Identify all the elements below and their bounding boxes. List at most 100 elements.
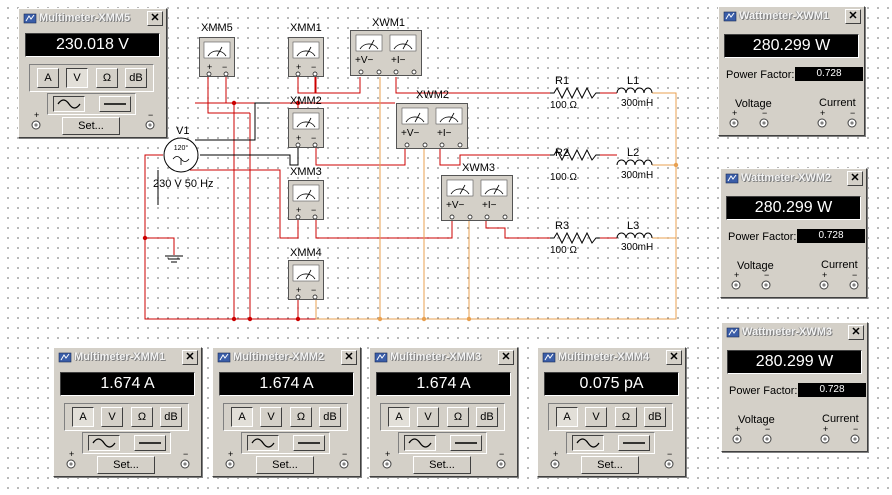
dc-button[interactable]	[134, 435, 166, 451]
multimeter-window[interactable]: Multimeter-XMM4 ✕ 0.075 pA A V Ω dB Set.…	[537, 347, 686, 477]
mode-db-button[interactable]: dB	[160, 407, 182, 427]
inductor-l3[interactable]	[616, 232, 653, 239]
close-button[interactable]: ✕	[847, 171, 863, 186]
mode-db-button[interactable]: dB	[319, 407, 341, 427]
positive-terminal[interactable]: +	[225, 449, 239, 470]
mode-amps-button[interactable]: A	[37, 68, 59, 88]
mode-ohms-button[interactable]: Ω	[96, 68, 118, 88]
mode-amps-button[interactable]: A	[231, 407, 253, 427]
ac-button[interactable]	[247, 435, 279, 451]
current-negative-terminal[interactable]: −	[847, 108, 861, 129]
multimeter-window[interactable]: Multimeter-XMM1 ✕ 1.674 A A V Ω dB Set..…	[53, 347, 202, 477]
window-titlebar[interactable]: Wattmeter-XWM1 ✕	[721, 9, 862, 25]
wattmeter-window[interactable]: Wattmeter-XWM1 ✕ 280.299 W Power Factor:…	[718, 6, 865, 136]
probe-xwm2[interactable]: +V− +I−	[396, 103, 468, 149]
negative-terminal[interactable]: −	[664, 449, 678, 470]
positive-terminal[interactable]: +	[66, 449, 80, 470]
close-button[interactable]: ✕	[845, 9, 861, 24]
probe-xwm2-label: XWM2	[416, 89, 449, 101]
voltage-positive-terminal[interactable]: +	[729, 108, 743, 129]
probe-xmm5[interactable]: +−	[199, 37, 235, 77]
voltage-negative-terminal[interactable]: −	[762, 424, 776, 445]
probe-xmm2[interactable]: +−	[288, 108, 324, 148]
negative-terminal[interactable]: −	[339, 449, 353, 470]
mode-amps-button[interactable]: A	[388, 407, 410, 427]
window-titlebar[interactable]: Multimeter-XMM5 ✕	[21, 11, 164, 27]
resistor-r1[interactable]	[550, 86, 600, 100]
three-phase-source[interactable]: 120°	[163, 137, 199, 173]
dc-button[interactable]	[293, 435, 325, 451]
mode-volts-button[interactable]: V	[260, 407, 282, 427]
current-positive-terminal[interactable]: +	[817, 108, 831, 129]
voltage-negative-terminal[interactable]: −	[759, 108, 773, 129]
close-button[interactable]: ✕	[147, 11, 163, 26]
mode-volts-button[interactable]: V	[585, 407, 607, 427]
window-titlebar[interactable]: Multimeter-XMM3 ✕	[372, 350, 515, 366]
negative-terminal[interactable]: −	[180, 449, 194, 470]
close-button[interactable]: ✕	[666, 350, 682, 365]
probe-xmm3[interactable]: +−	[288, 180, 324, 220]
dc-button[interactable]	[450, 435, 482, 451]
probe-xmm4[interactable]: +−	[288, 260, 324, 300]
mode-ohms-button[interactable]: Ω	[615, 407, 637, 427]
multimeter-window[interactable]: Multimeter-XMM3 ✕ 1.674 A A V Ω dB Set..…	[369, 347, 518, 477]
ac-button[interactable]	[88, 435, 120, 451]
mode-db-button[interactable]: dB	[476, 407, 498, 427]
ac-button[interactable]	[53, 96, 85, 112]
mode-amps-button[interactable]: A	[72, 407, 94, 427]
voltage-label: Voltage	[737, 260, 774, 272]
probe-xmm1[interactable]: +−	[288, 37, 324, 77]
set-button[interactable]: Set...	[256, 456, 314, 474]
positive-terminal[interactable]: +	[382, 449, 396, 470]
window-titlebar[interactable]: Multimeter-XMM4 ✕	[540, 350, 683, 366]
set-button[interactable]: Set...	[581, 456, 639, 474]
resistor-r3[interactable]	[550, 231, 600, 245]
positive-terminal[interactable]: +	[31, 110, 45, 131]
mode-ohms-button[interactable]: Ω	[131, 407, 153, 427]
dc-button[interactable]	[618, 435, 650, 451]
mode-db-button[interactable]: dB	[644, 407, 666, 427]
probe-xwm3[interactable]: +V− +I−	[441, 175, 513, 221]
window-titlebar[interactable]: Multimeter-XMM1 ✕	[56, 350, 199, 366]
close-button[interactable]: ✕	[182, 350, 198, 365]
mode-volts-button[interactable]: V	[101, 407, 123, 427]
close-button[interactable]: ✕	[848, 325, 864, 340]
inductor-l2[interactable]	[616, 159, 653, 166]
terminal-connector-icon	[145, 120, 155, 130]
dc-button[interactable]	[99, 96, 131, 112]
voltage-positive-terminal[interactable]: +	[731, 270, 745, 291]
close-button[interactable]: ✕	[498, 350, 514, 365]
set-button[interactable]: Set...	[97, 456, 155, 474]
ac-button[interactable]	[404, 435, 436, 451]
window-titlebar[interactable]: Wattmeter-XWM3 ✕	[724, 325, 865, 341]
mode-ohms-button[interactable]: Ω	[290, 407, 312, 427]
negative-terminal[interactable]: −	[145, 110, 159, 131]
current-positive-terminal[interactable]: +	[819, 270, 833, 291]
negative-terminal[interactable]: −	[496, 449, 510, 470]
voltage-positive-terminal[interactable]: +	[732, 424, 746, 445]
multimeter-window[interactable]: Multimeter-XMM5 ✕ 230.018 V A V Ω dB Set…	[18, 8, 167, 138]
current-positive-terminal[interactable]: +	[820, 424, 834, 445]
probe-xwm1[interactable]: +V− +I−	[350, 30, 422, 76]
window-titlebar[interactable]: Wattmeter-XWM2 ✕	[723, 171, 864, 187]
current-negative-terminal[interactable]: −	[850, 424, 864, 445]
resistor-r2[interactable]	[550, 148, 600, 162]
multimeter-window[interactable]: Multimeter-XMM2 ✕ 1.674 A A V Ω dB Set..…	[212, 347, 361, 477]
close-button[interactable]: ✕	[341, 350, 357, 365]
mode-amps-button[interactable]: A	[556, 407, 578, 427]
mode-db-button[interactable]: dB	[125, 68, 147, 88]
inductor-l1[interactable]	[616, 87, 653, 94]
mode-volts-button[interactable]: V	[417, 407, 439, 427]
terminal-connector-icon	[496, 459, 506, 469]
window-titlebar[interactable]: Multimeter-XMM2 ✕	[215, 350, 358, 366]
positive-terminal[interactable]: +	[550, 449, 564, 470]
wattmeter-window[interactable]: Wattmeter-XWM2 ✕ 280.299 W Power Factor:…	[720, 168, 867, 298]
set-button[interactable]: Set...	[413, 456, 471, 474]
ac-button[interactable]	[572, 435, 604, 451]
current-negative-terminal[interactable]: −	[849, 270, 863, 291]
wattmeter-window[interactable]: Wattmeter-XWM3 ✕ 280.299 W Power Factor:…	[721, 322, 868, 452]
voltage-negative-terminal[interactable]: −	[761, 270, 775, 291]
mode-ohms-button[interactable]: Ω	[447, 407, 469, 427]
mode-volts-button[interactable]: V	[66, 68, 88, 88]
set-button[interactable]: Set...	[62, 117, 120, 135]
